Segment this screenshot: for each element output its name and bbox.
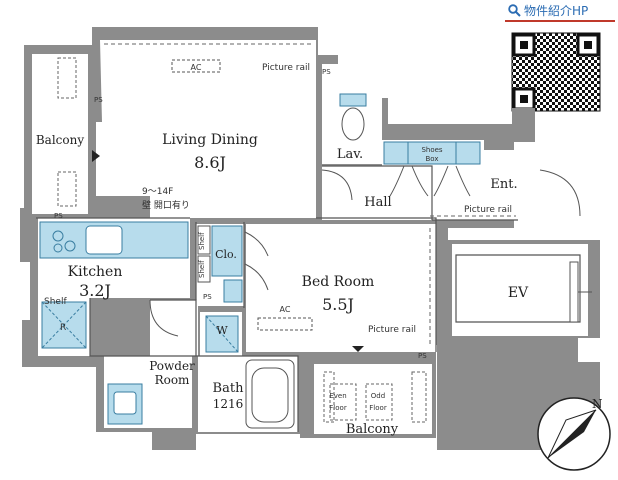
property-hp-label: 物件紹介HP bbox=[524, 3, 589, 18]
shelf-left-label: Shelf bbox=[198, 232, 206, 250]
shoes-box-label-2: Box bbox=[425, 155, 438, 163]
odd-floor-label-2: Floor bbox=[369, 404, 387, 412]
r-label: R bbox=[60, 323, 66, 333]
north-label: N bbox=[592, 397, 603, 411]
kitchen-size: 3.2J bbox=[79, 281, 111, 300]
balcony-left-floor bbox=[32, 54, 88, 214]
washer bbox=[205, 315, 239, 353]
even-floor-label-1: Even bbox=[329, 392, 346, 400]
north-arrow-icon bbox=[537, 397, 611, 471]
even-floor-label-2: Floor bbox=[329, 404, 347, 412]
shelf-cabinets-bedroom bbox=[197, 225, 211, 283]
picture-rail-bed-label: Picture rail bbox=[368, 325, 416, 335]
property-hp-link[interactable]: 物件紹介HP bbox=[508, 1, 616, 19]
ev-floor bbox=[452, 244, 588, 336]
ac-bed-label: AC bbox=[280, 305, 291, 314]
balcony-left-label: Balcony bbox=[36, 133, 84, 147]
room-labels: Living Dining 8.6J Balcony Lav. Hall Ent… bbox=[36, 132, 529, 437]
shelf-mid-label: Shelf bbox=[198, 260, 206, 278]
shelf-kitchen-label: Shelf bbox=[44, 297, 67, 307]
room-floors bbox=[32, 40, 588, 434]
powder-room-label-1: Powder bbox=[149, 359, 195, 373]
closet-cabinets bbox=[211, 225, 243, 303]
bath-label-1: Bath bbox=[213, 381, 245, 396]
entrance-floor bbox=[484, 150, 530, 220]
hall-label: Hall bbox=[364, 195, 391, 210]
living-dining-size: 8.6J bbox=[194, 153, 226, 172]
ps-balcony-label: PS bbox=[94, 96, 103, 104]
odd-floor-label-1: Odd bbox=[371, 392, 385, 400]
living-dining-floor bbox=[96, 40, 316, 218]
ac-units bbox=[171, 59, 313, 331]
balcony-drains bbox=[57, 57, 427, 423]
window-marks bbox=[92, 150, 364, 352]
elevator-rail bbox=[569, 261, 592, 323]
search-icon bbox=[508, 3, 521, 17]
ps-closet-label: PS bbox=[203, 293, 212, 301]
ps-kitchen-label: PS bbox=[54, 212, 63, 220]
shoes-box-label-1: Shoes bbox=[421, 146, 442, 154]
picture-rails bbox=[104, 43, 516, 346]
qr-code-icon[interactable] bbox=[511, 32, 601, 112]
wall-opening-label: 壁 開口有り bbox=[142, 199, 190, 211]
picture-rail-ld-label: Picture rail bbox=[262, 63, 310, 73]
living-dining-label: Living Dining bbox=[162, 132, 258, 148]
annotation-labels: AC AC Picture rail Picture rail Picture … bbox=[44, 63, 603, 412]
balcony-bottom-label: Balcony bbox=[346, 422, 399, 437]
thin-partitions bbox=[36, 165, 581, 432]
fridge-shelf bbox=[41, 301, 87, 349]
entrance-label: Ent. bbox=[490, 177, 517, 192]
door-swings bbox=[149, 165, 581, 337]
bedroom-floor bbox=[246, 224, 436, 352]
closet-label: Clo. bbox=[215, 248, 237, 261]
ps-bed-label: PS bbox=[418, 352, 427, 360]
toilet bbox=[339, 93, 367, 141]
property-hp-underline bbox=[505, 20, 615, 22]
bedroom-size: 5.5J bbox=[322, 295, 354, 314]
kitchen-label: Kitchen bbox=[68, 264, 123, 280]
floors-label: 9～14F bbox=[142, 187, 173, 197]
powder-room-upper bbox=[150, 300, 198, 356]
bedroom-label: Bed Room bbox=[302, 274, 375, 290]
ps-lav-label: PS bbox=[322, 68, 331, 76]
picture-rail-ent-label: Picture rail bbox=[464, 205, 512, 215]
shoes-box-cabinets bbox=[383, 141, 481, 165]
washer-label: W bbox=[216, 324, 228, 337]
lav-label: Lav. bbox=[337, 147, 363, 162]
powder-sink bbox=[107, 383, 143, 425]
ac-ld-label: AC bbox=[191, 63, 202, 72]
bath-label-2: 1216 bbox=[213, 397, 244, 411]
kitchen-counter bbox=[39, 221, 189, 259]
bathtub bbox=[245, 359, 295, 429]
powder-room-label-2: Room bbox=[155, 373, 190, 387]
ev-label: EV bbox=[508, 285, 529, 301]
